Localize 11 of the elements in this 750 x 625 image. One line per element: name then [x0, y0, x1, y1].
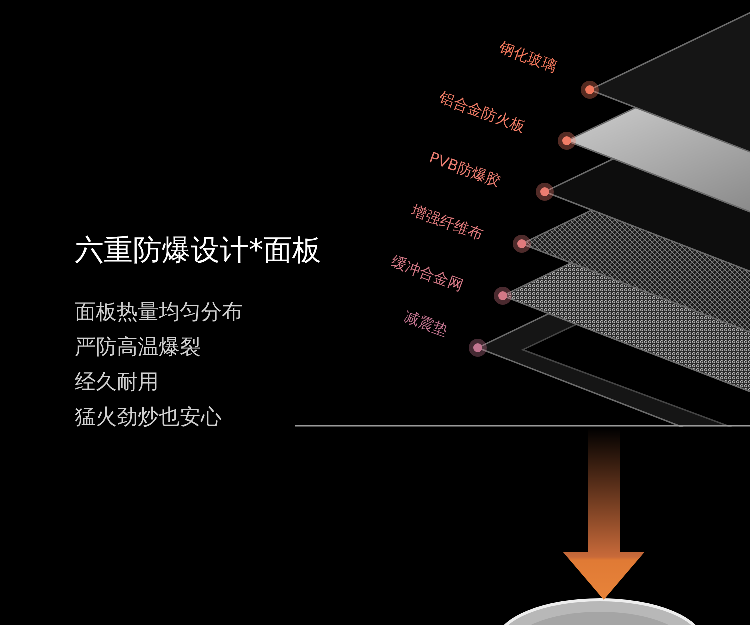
feature-text: 经久耐用: [75, 370, 160, 395]
layer-label: 减震垫: [402, 309, 450, 339]
layer-label: 增强纤维布: [409, 203, 486, 244]
layer-label: PVB防爆胶: [427, 150, 503, 190]
layer-label: 钢化玻璃: [497, 40, 559, 76]
feature-text: 猛火劲炒也安心: [75, 405, 223, 430]
feature-text: 面板热量均匀分布: [75, 300, 243, 325]
layer-label: 铝合金防火板: [437, 90, 528, 136]
heading: 六重防爆设计*面板: [75, 236, 322, 265]
feature-text: 严防高温爆裂: [75, 335, 202, 360]
layer-label: 缓冲合金网: [389, 254, 466, 294]
